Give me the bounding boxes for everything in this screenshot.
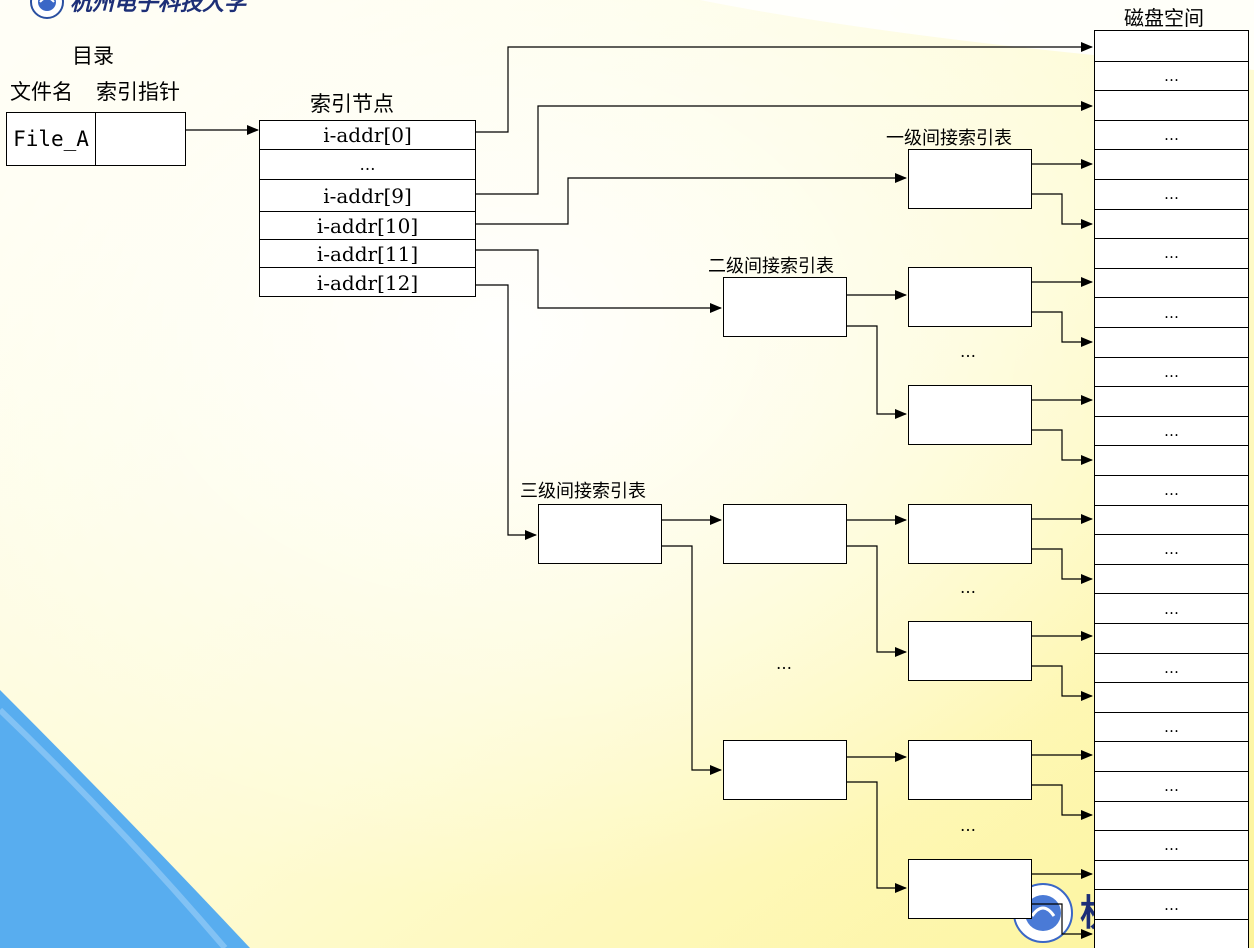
index-table: [723, 277, 847, 337]
disk-block: …: [1095, 119, 1248, 150]
disk-block: [1095, 741, 1248, 771]
disk-block: [1095, 90, 1248, 120]
index-table: [908, 385, 1032, 445]
pointer-arrow: [1032, 665, 1093, 701]
disk-block: [1095, 386, 1248, 416]
inode-title: 索引节点: [310, 92, 394, 116]
disk-block: [1095, 327, 1248, 357]
pointer-arrow: [476, 173, 907, 225]
inode-table: i-addr[0] … i-addr[9] i-addr[10] i-addr[…: [259, 120, 476, 297]
inode-row: i-addr[11]: [260, 239, 475, 267]
pointer-arrow: [662, 545, 722, 775]
disk-block: [1095, 31, 1248, 61]
ellipsis: …: [960, 342, 976, 361]
pointer-arrow: [1032, 311, 1093, 347]
pointer-arrow: [476, 101, 1093, 195]
pointer-arrow: [476, 249, 722, 313]
level1-index-title: 一级间接索引表: [886, 128, 1012, 149]
index-table: [908, 621, 1032, 681]
disk-space: … … … … … … … … … … … … … … …: [1094, 30, 1249, 948]
disk-title: 磁盘空间: [1124, 6, 1204, 30]
disk-block: …: [1095, 534, 1248, 564]
inode-row: i-addr[12]: [260, 267, 475, 297]
disk-block: [1095, 800, 1248, 831]
disk-block: [1095, 445, 1248, 475]
pointer-arrow: [847, 325, 907, 419]
disk-block: [1095, 682, 1248, 712]
index-table: [908, 149, 1032, 209]
file-name-cell: File_A: [7, 113, 96, 165]
disk-block: …: [1095, 475, 1248, 505]
ellipsis: …: [960, 578, 976, 597]
disk-block: [1095, 859, 1248, 890]
level3-index-title: 三级间接索引表: [520, 481, 646, 502]
directory-col-pointer: 索引指针: [96, 80, 180, 104]
disk-block: [1095, 208, 1248, 239]
pointer-arrow: [1032, 193, 1093, 229]
disk-block: …: [1095, 889, 1248, 919]
disk-block: …: [1095, 830, 1248, 860]
pointer-arrow: [847, 781, 907, 893]
inode-row: i-addr[0]: [323, 123, 412, 147]
pointer-arrow: [1032, 903, 1093, 939]
disk-block: …: [1095, 297, 1248, 327]
blue-swoosh: [0, 690, 250, 948]
university-logo-text: 杭州电子科技大学: [70, 0, 249, 16]
disk-block: …: [1095, 179, 1248, 209]
ellipsis: …: [776, 654, 792, 673]
disk-block: [1095, 623, 1248, 653]
university-logo: 杭州电子科技大学: [30, 0, 320, 28]
disk-block: [1095, 504, 1248, 535]
university-seal-icon: 杭州电子科技大学: [30, 0, 249, 19]
index-table: [538, 504, 662, 564]
disk-block: [1095, 149, 1248, 179]
level2-index-title: 二级间接索引表: [708, 256, 834, 277]
pointer-arrow: [1032, 784, 1093, 820]
index-table: [723, 504, 847, 564]
disk-block: …: [1095, 238, 1248, 268]
disk-block: …: [1095, 356, 1248, 387]
inode-row: i-addr[10]: [260, 211, 475, 239]
index-table: [723, 740, 847, 800]
pointer-arrow: [1032, 429, 1093, 465]
disk-block: [1095, 563, 1248, 594]
pointer-arrow: [1032, 548, 1093, 584]
inode-row: i-addr[9]: [260, 179, 475, 211]
disk-block: …: [1095, 60, 1248, 91]
index-table: [908, 859, 1032, 919]
ellipsis: …: [960, 816, 976, 835]
pointer-arrow: [476, 284, 537, 540]
index-table: [908, 504, 1032, 564]
directory-entry: File_A: [6, 112, 186, 166]
directory-title: 目录: [72, 44, 114, 68]
inode-row: …: [260, 149, 475, 179]
disk-block: …: [1095, 711, 1248, 742]
pointer-arrow: [847, 545, 907, 657]
index-pointer-cell: [95, 113, 185, 165]
disk-block: …: [1095, 771, 1248, 801]
disk-block: …: [1095, 652, 1248, 683]
disk-block: [1095, 267, 1248, 298]
disk-block: …: [1095, 415, 1248, 446]
index-table: [908, 740, 1032, 800]
index-table: [908, 267, 1032, 327]
disk-block: [1095, 919, 1248, 949]
pointer-arrow: [476, 42, 1093, 133]
directory-col-filename: 文件名: [10, 80, 73, 104]
disk-block: …: [1095, 593, 1248, 623]
